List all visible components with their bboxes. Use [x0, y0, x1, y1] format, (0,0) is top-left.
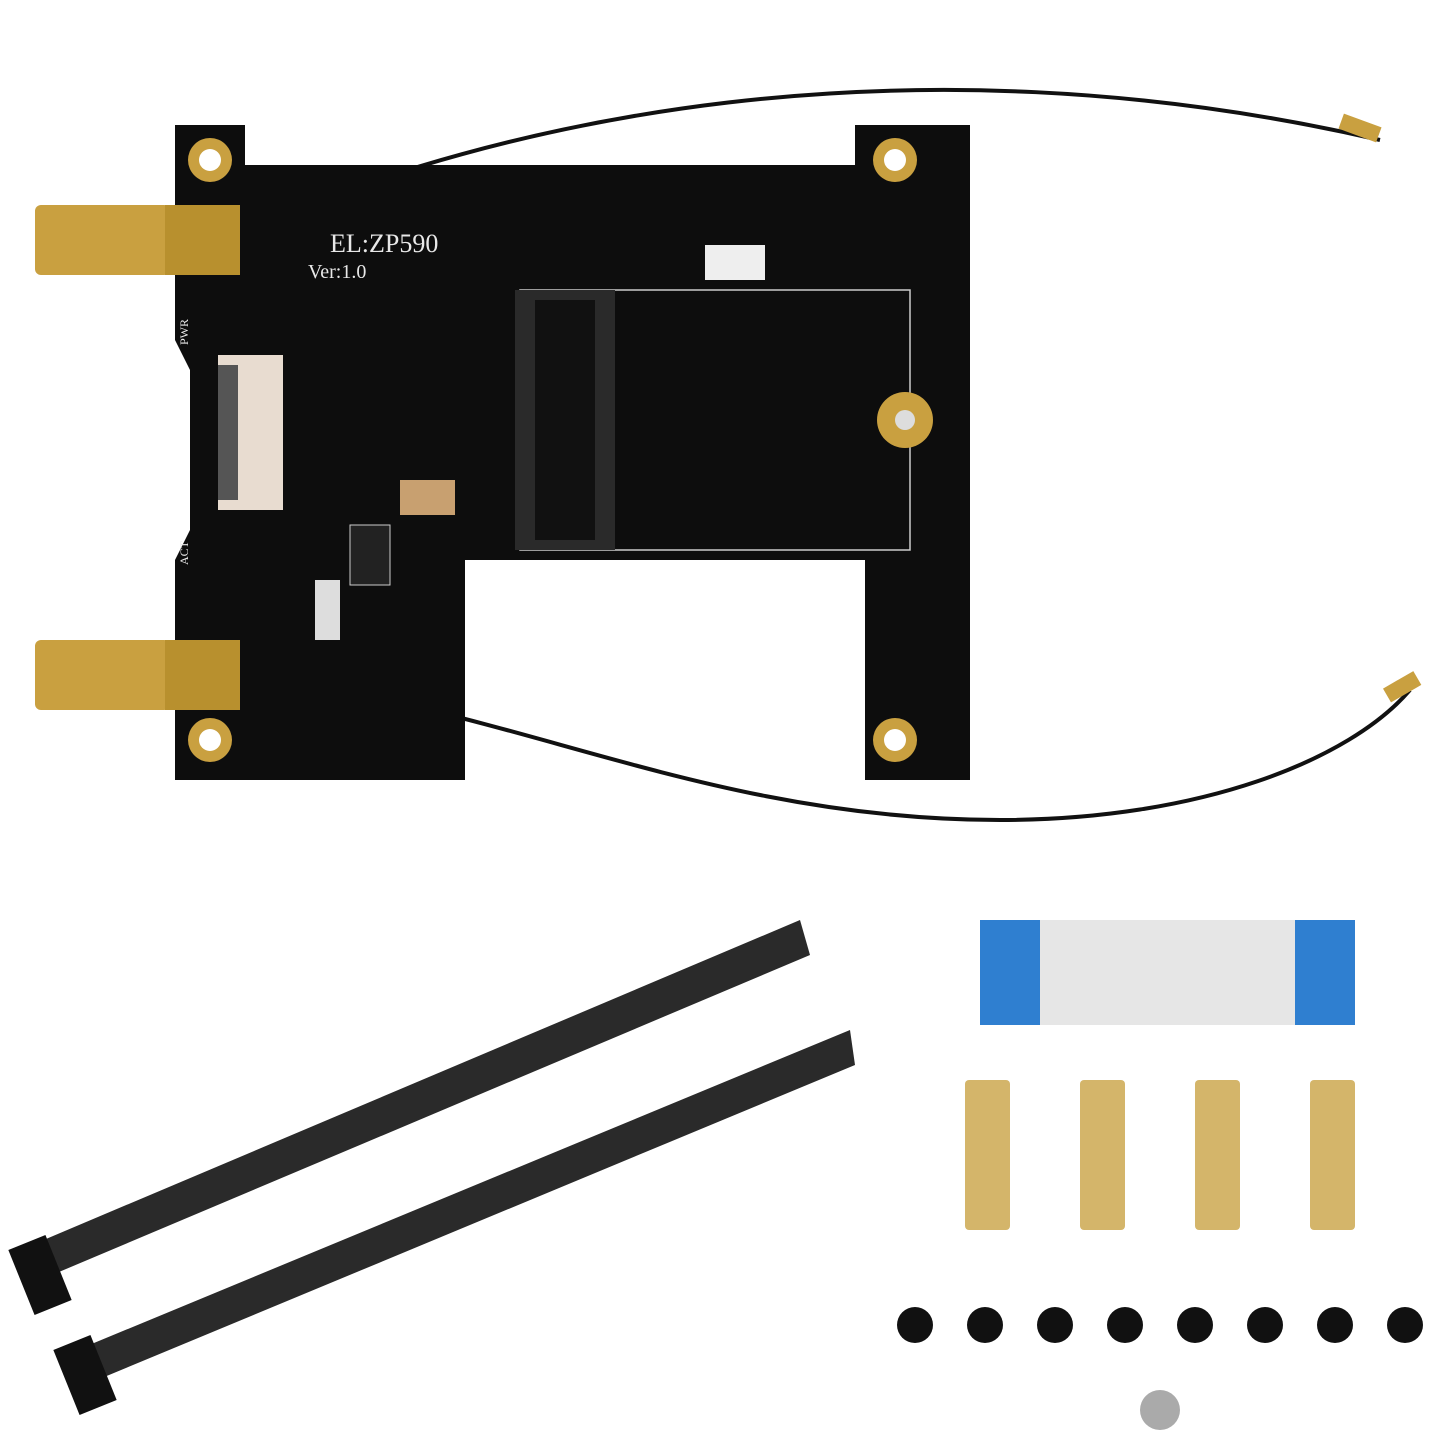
ribbon-cable	[980, 920, 1355, 1025]
sma-connector-bottom	[35, 640, 240, 710]
svg-text:Ver:1.0: Ver:1.0	[308, 261, 366, 283]
sma-connector-top	[35, 205, 240, 275]
svg-text:PWR: PWR	[177, 319, 191, 345]
silver-screw	[1140, 1390, 1180, 1430]
svg-text:EL:ZP590: EL:ZP590	[330, 229, 438, 258]
svg-text:ACT: ACT	[177, 540, 191, 565]
antenna-1	[8, 920, 810, 1315]
brass-standoffs	[965, 1080, 1355, 1230]
black-screws	[897, 1307, 1423, 1343]
mounting-holes	[188, 138, 917, 762]
antenna-2	[53, 1030, 855, 1415]
jst-header	[705, 245, 765, 280]
